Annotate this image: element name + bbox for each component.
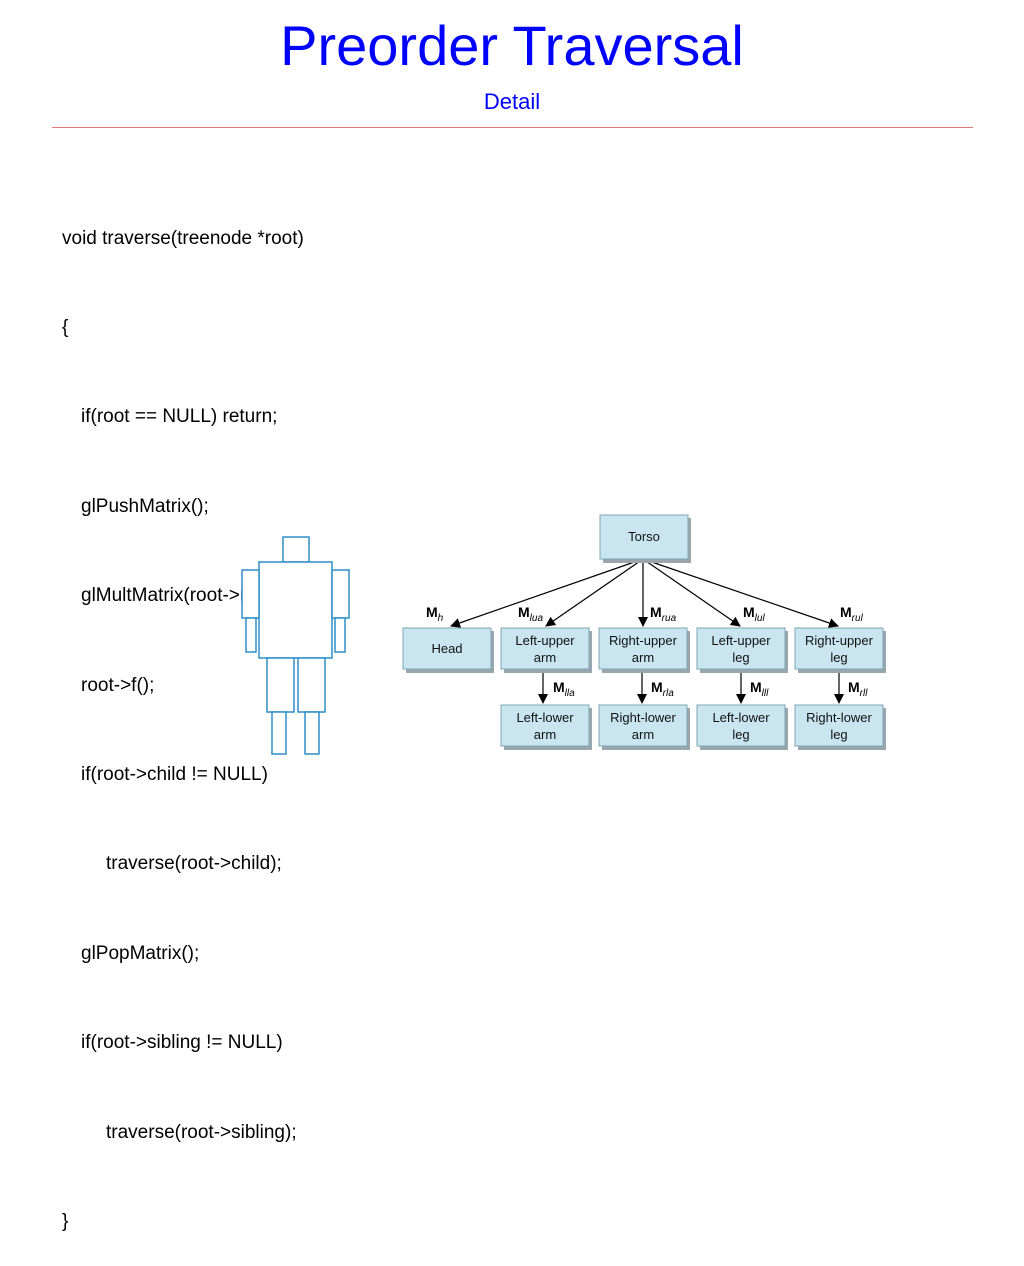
edge-torso-left-upper-leg	[642, 558, 741, 627]
node-head: Head	[402, 627, 494, 673]
node-label-line1: Left-lower	[516, 710, 574, 725]
code-line: if(root == NULL) return;	[81, 406, 278, 428]
robot-left-lower-leg-shape	[271, 711, 287, 755]
node-torso: Torso	[599, 514, 691, 563]
robot-right-lower-arm-shape	[334, 617, 346, 653]
robot-right-lower-leg-shape	[304, 711, 320, 755]
robot-right-upper-leg-shape	[297, 657, 326, 713]
node-label-line2: arm	[632, 727, 654, 742]
node-label: Torso	[628, 529, 660, 544]
edge-torso-left-upper-arm	[545, 558, 644, 627]
node-label-line2: arm	[632, 650, 654, 665]
code-line: if(root->sibling != NULL)	[81, 1032, 283, 1054]
code-line: glMultMatrix(root->m);	[81, 585, 268, 607]
robot-torso-shape	[258, 561, 333, 659]
robot-figure	[241, 536, 350, 755]
robot-left-upper-arm-shape	[241, 569, 260, 619]
matrix-label-left-upper-arm: Mlua	[518, 604, 543, 624]
node-label: Head	[431, 641, 462, 656]
node-label-line1: Left-lower	[712, 710, 770, 725]
slide-title: Preorder Traversal	[280, 14, 744, 77]
node-label-line1: Right-lower	[806, 710, 872, 725]
code-line: glPopMatrix();	[81, 942, 200, 964]
node-label-line1: Left-upper	[711, 633, 771, 648]
node-label-line2: arm	[534, 650, 556, 665]
matrix-labels: Mh Mlua Mrua Mlul Mrul Mlla Mrla Mlll Mr…	[426, 604, 868, 699]
robot-left-upper-leg-shape	[266, 657, 295, 713]
code-line: {	[62, 316, 69, 338]
matrix-label-right-lower-arm: Mrla	[651, 679, 674, 699]
matrix-label-head: Mh	[426, 604, 444, 624]
node-right-lower-arm: Right-lower arm	[598, 704, 690, 750]
node-label-line2: leg	[830, 727, 847, 742]
node-right-upper-arm: Right-upper arm	[598, 627, 690, 673]
code-line: glPushMatrix();	[81, 495, 209, 517]
edge-torso-right-upper-leg	[642, 558, 839, 628]
node-left-upper-arm: Left-upper arm	[500, 627, 592, 673]
node-label-line2: leg	[732, 727, 749, 742]
matrix-label-left-lower-arm: Mlla	[553, 679, 575, 699]
matrix-label-right-upper-arm: Mrua	[650, 604, 677, 624]
title-divider	[52, 127, 973, 128]
node-label-line2: leg	[830, 650, 847, 665]
slide-subtitle: Detail	[483, 89, 541, 114]
node-label-line2: leg	[732, 650, 749, 665]
matrix-label-right-upper-leg: Mrul	[840, 604, 864, 624]
robot-right-upper-arm-shape	[331, 569, 350, 619]
node-right-lower-leg: Right-lower leg	[794, 704, 886, 750]
node-label-line2: arm	[534, 727, 556, 742]
node-left-lower-arm: Left-lower arm	[500, 704, 592, 750]
code-line: traverse(root->child);	[106, 853, 282, 875]
node-label-line1: Right-upper	[805, 633, 874, 648]
robot-left-lower-arm-shape	[245, 617, 257, 653]
tree-edges	[450, 558, 844, 704]
node-label-line1: Left-upper	[515, 633, 575, 648]
robot-head-shape	[282, 536, 310, 563]
node-left-upper-leg: Left-upper leg	[696, 627, 788, 673]
matrix-label-left-lower-leg: Mlll	[750, 679, 769, 699]
edge-torso-head	[450, 558, 644, 628]
code-line: }	[62, 1210, 69, 1232]
node-label-line1: Right-upper	[609, 633, 678, 648]
node-right-upper-leg: Right-upper leg	[794, 627, 886, 673]
node-left-lower-leg: Left-lower leg	[696, 704, 788, 750]
code-line: traverse(root->sibling);	[106, 1121, 297, 1143]
code-line: void traverse(treenode *root)	[62, 227, 304, 249]
matrix-label-left-upper-leg: Mlul	[743, 604, 765, 624]
code-line: root->f();	[81, 674, 155, 696]
node-label-line1: Right-lower	[610, 710, 676, 725]
matrix-label-right-lower-leg: Mrll	[848, 679, 868, 699]
tree-diagram: Mh Mlua Mrua Mlul Mrul Mlla Mrla Mlll Mr…	[241, 514, 886, 755]
